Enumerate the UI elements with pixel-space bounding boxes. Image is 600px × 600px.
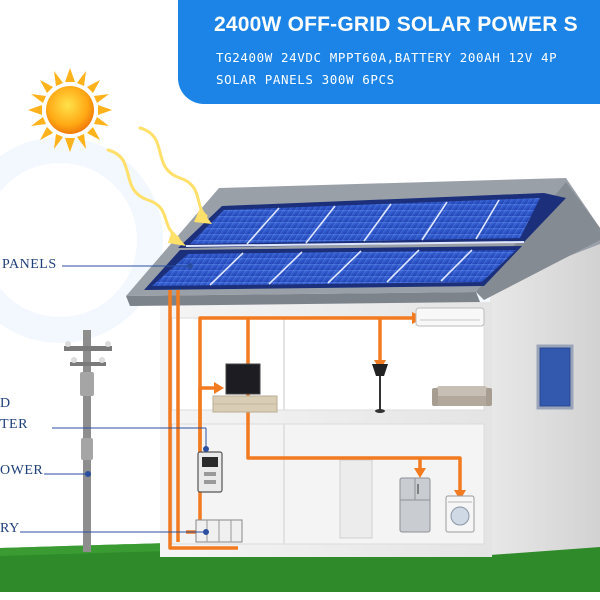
washing-machine-icon <box>445 495 475 533</box>
label-utility-power: OWER <box>0 463 44 478</box>
inverter-icon <box>197 451 223 493</box>
sunlight-rays-icon <box>106 126 208 240</box>
header-banner: 2400W OFF-GRID SOLAR POWER S TG2400W 24V… <box>178 0 600 104</box>
page-title: 2400W OFF-GRID SOLAR POWER S <box>214 13 578 36</box>
solar-panel-icon <box>144 193 566 290</box>
television-icon <box>212 363 278 413</box>
sunlight-arrowheads <box>168 208 212 246</box>
label-battery: RY <box>0 521 20 536</box>
spec-line-2: SOLAR PANELS 300W 6PCS <box>216 72 395 87</box>
label-inverter-line-2: TER <box>0 417 28 432</box>
label-leader-lines <box>20 263 209 535</box>
sofa-icon <box>432 386 492 406</box>
refrigerator-icon <box>399 477 431 533</box>
spec-line-1: TG2400W 24VDC MPPT60A,BATTERY 200AH 12V … <box>216 50 558 65</box>
floor-lamp-icon <box>372 364 388 413</box>
interior-door <box>339 459 373 539</box>
sun-icon <box>28 68 112 152</box>
battery-icon <box>195 519 243 543</box>
utility-pole-icon <box>64 330 112 552</box>
label-solar-panels: PANELS <box>2 257 57 272</box>
label-inverter-line-1: D <box>0 396 11 411</box>
wiring <box>168 290 462 550</box>
air-conditioner-icon <box>415 307 485 327</box>
